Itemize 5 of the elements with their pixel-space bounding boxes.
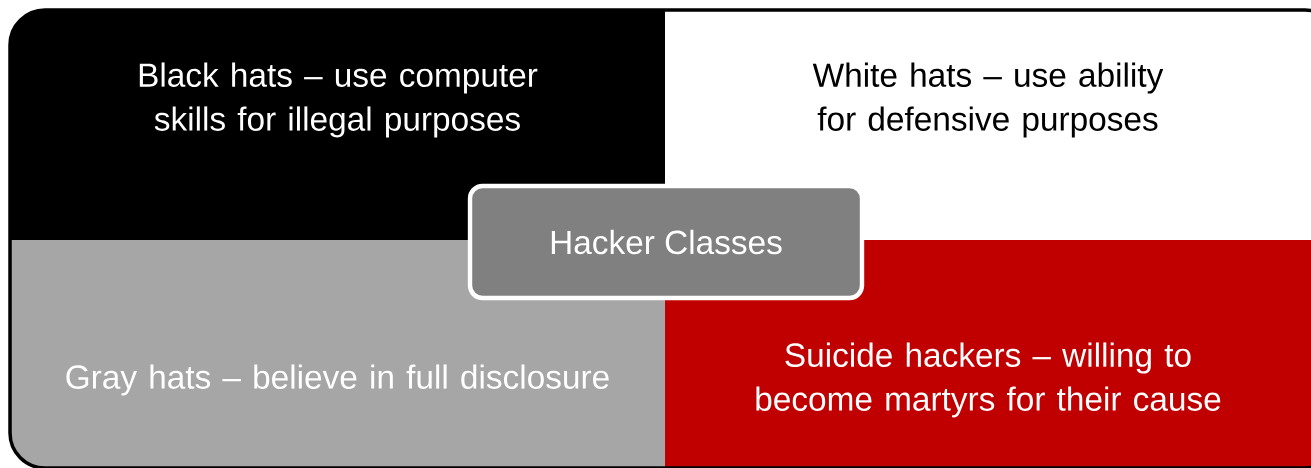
- panel-text: Black hats – use computer skills for illegal purposes: [139, 62, 538, 138]
- panel-text: Suicide hackers – willing to become martyrs for their cause: [756, 342, 1221, 418]
- panel-text: White hats – use ability for defensive purposes: [812, 62, 1164, 138]
- title-box: Hacker Classes: [467, 183, 865, 301]
- panel-text: Gray hats – believe in full disclosure: [66, 364, 609, 396]
